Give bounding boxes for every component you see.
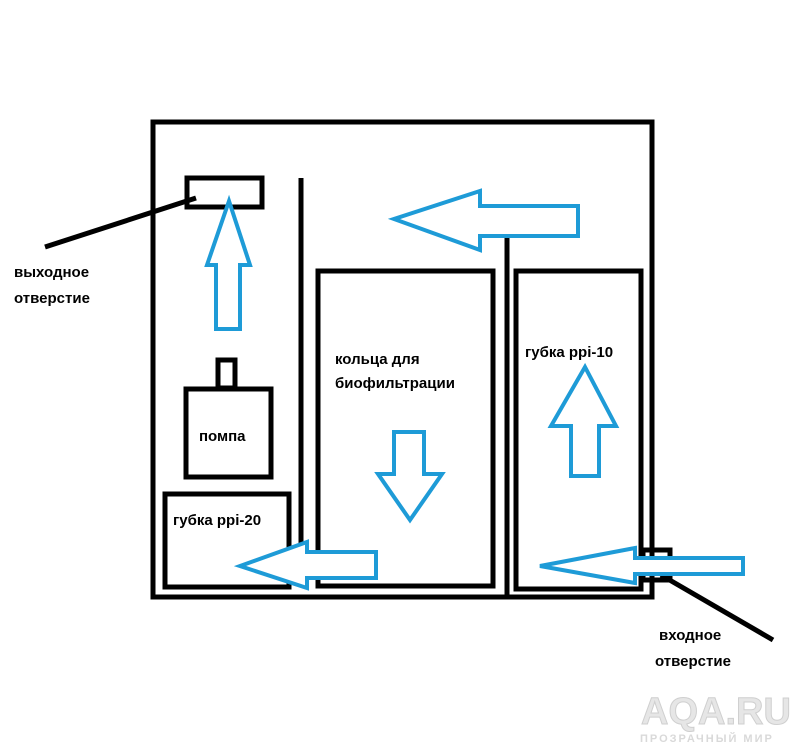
sponge-coarse-compartment (513, 268, 644, 592)
pump-label: помпа (199, 428, 246, 445)
pump-nozzle (215, 357, 238, 391)
flow-arrow-down-rings (374, 430, 446, 524)
inlet-label-line2: отверстие (655, 653, 731, 670)
filter-housing (150, 119, 655, 600)
rings-label-line1: кольца для (335, 351, 420, 368)
outlet-label-line1: выходное (14, 264, 89, 281)
flow-arrow-top (387, 188, 580, 253)
rings-compartment (315, 268, 496, 589)
outlet-opening (184, 175, 265, 210)
sponge-coarse-label: губка ppi-10 (525, 344, 613, 361)
watermark-sub: ПРОЗРАЧНЫЙ МИР (640, 732, 774, 745)
flow-arrow-up-coarse (547, 362, 620, 478)
flow-arrow-to-sponge (233, 539, 378, 591)
outlet-label-line2: отверстие (14, 290, 90, 307)
flow-arrow-up-outlet (204, 194, 253, 331)
watermark-main: AQA.RU (641, 691, 791, 733)
inlet-pointer-line (659, 572, 775, 643)
pump-body (183, 386, 274, 480)
inlet-label-line1: входное (659, 627, 721, 644)
outlet-pointer-line (44, 195, 197, 250)
rings-label-line2: биофильтрации (335, 375, 455, 392)
sponge-fine-compartment (162, 491, 292, 590)
watermark-logo: AQA.RU ПРОЗРАЧНЫЙ МИР (640, 691, 791, 746)
flow-arrow-inlet (539, 545, 745, 586)
sponge-fine-label: губка ppi-20 (173, 512, 261, 529)
